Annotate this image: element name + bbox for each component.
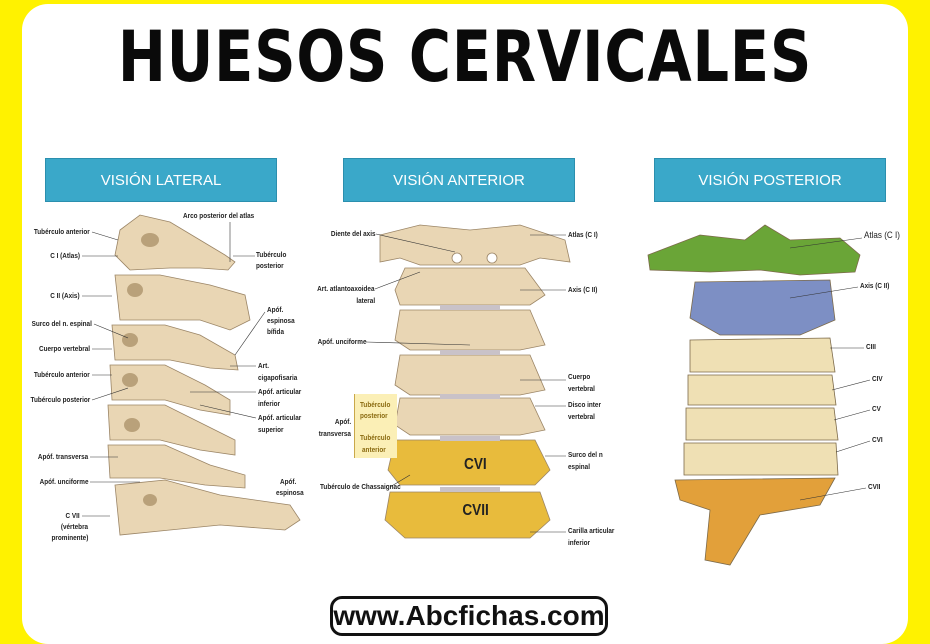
label: CVII xyxy=(868,482,881,491)
label: Art. xyxy=(258,361,269,370)
label: vertebral xyxy=(568,384,595,393)
label: prominente) xyxy=(51,533,88,542)
lateral-spine xyxy=(107,214,301,536)
label: Axis (C II) xyxy=(860,281,890,290)
label: Carilla articular xyxy=(568,526,615,535)
label: Tubérculo posterior xyxy=(30,395,90,404)
anterior-spine xyxy=(379,224,571,539)
transverse-process-bracket xyxy=(354,394,397,458)
label: Apóf. articular xyxy=(258,387,302,396)
label: C I (Atlas) xyxy=(50,251,80,260)
label: Apóf. articular xyxy=(258,413,302,422)
label: Cuerpo xyxy=(568,372,591,381)
label: Tubérculo xyxy=(256,250,287,259)
label: Apóf. transversa xyxy=(37,452,88,461)
label: vertebral xyxy=(568,412,595,421)
label: espinosa xyxy=(267,316,295,325)
label: (vértebra xyxy=(60,522,88,531)
label: Tubérculo xyxy=(360,433,391,442)
label: bífida xyxy=(267,327,284,336)
vertebra-label-cvi: CVI xyxy=(464,456,487,473)
header-posterior: VISIÓN POSTERIOR xyxy=(654,158,886,202)
page-title: HUESOS CERVICALES xyxy=(117,16,813,98)
label: CV xyxy=(872,404,881,413)
label: Atlas (C I) xyxy=(864,230,900,241)
label: lateral xyxy=(356,296,375,305)
label: C VII xyxy=(65,511,80,520)
vertebra-label-cvii: CVII xyxy=(462,502,489,519)
label: CIV xyxy=(872,374,883,383)
label: Apóf. xyxy=(280,477,297,486)
label: transversa xyxy=(318,429,351,438)
label: Tubérculo anterior xyxy=(34,370,90,379)
label: Apóf. unciforme xyxy=(39,477,88,486)
label: CIII xyxy=(866,342,876,351)
label: posterior xyxy=(256,261,284,270)
header-lateral: VISIÓN LATERAL xyxy=(45,158,277,202)
label: espinal xyxy=(568,462,590,471)
label: Tubérculo xyxy=(360,400,391,409)
label: Apóf. xyxy=(267,305,284,314)
label: inferior xyxy=(568,538,590,547)
label: Art. atlantoaxoidea xyxy=(317,284,375,293)
leader-lines xyxy=(82,222,871,533)
label: Arco posterior del atlas xyxy=(183,211,255,220)
label: Axis (C II) xyxy=(568,285,598,294)
label: CVI xyxy=(872,435,883,444)
spine-illustrations xyxy=(82,214,871,566)
label: superior xyxy=(258,425,284,434)
website-footer[interactable]: www.Abcfichas.com xyxy=(330,596,608,636)
label: Apóf. unciforme xyxy=(317,337,366,346)
header-anterior: VISIÓN ANTERIOR xyxy=(343,158,575,202)
label: inferior xyxy=(258,399,280,408)
label: C II (Axis) xyxy=(50,291,80,300)
label: Atlas (C I) xyxy=(568,230,598,239)
label: cigapofisaria xyxy=(258,373,298,382)
label: Surco del n xyxy=(568,450,603,459)
label: posterior xyxy=(360,411,388,420)
label: anterior xyxy=(362,445,386,454)
label: Tubérculo anterior xyxy=(34,227,90,236)
label: Disco inter xyxy=(568,400,601,409)
posterior-spine xyxy=(647,224,861,566)
label: Apóf. xyxy=(334,417,351,426)
label: Cuerpo vertebral xyxy=(38,344,90,353)
label: espinosa xyxy=(276,488,304,497)
label: Surco del n. espinal xyxy=(31,319,92,328)
label: Tubérculo de Chassaignac xyxy=(320,482,401,491)
label: Diente del axis xyxy=(331,229,376,238)
